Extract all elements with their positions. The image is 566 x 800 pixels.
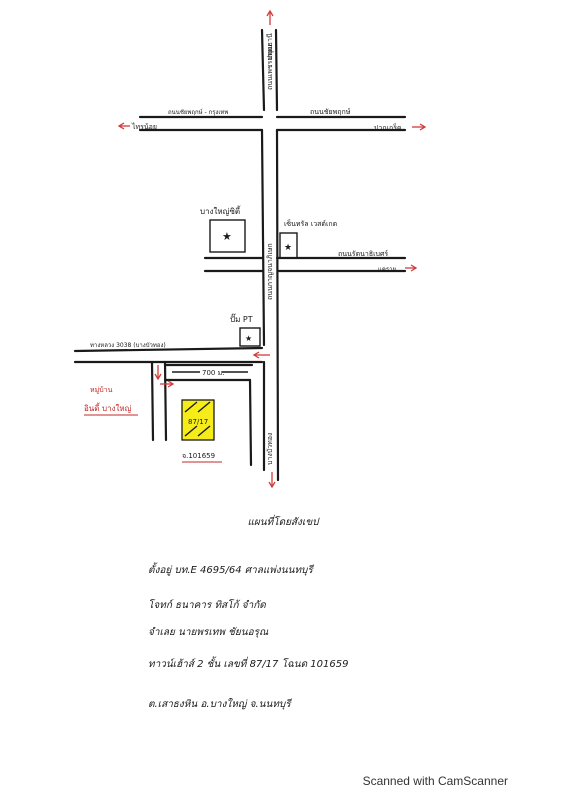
north-road-right-edge xyxy=(274,28,279,112)
north-road-label: ถนนเพชรเกษม xyxy=(266,45,274,90)
south-dest: บางบัวทอง xyxy=(266,433,274,465)
east-road-dest: แคราย xyxy=(378,266,396,273)
uturn-arrowhead xyxy=(252,351,260,359)
house-hatch-3 xyxy=(184,425,198,437)
east-road-arrowhead xyxy=(410,264,418,272)
soi-right-edge xyxy=(163,360,168,442)
west-road-upper-edge xyxy=(73,346,264,353)
soi-left-edge xyxy=(150,360,155,442)
west-dest: ไทรน้อย xyxy=(131,122,157,131)
village-label-line1: หมู่บ้าน xyxy=(90,386,113,394)
north-arrowhead xyxy=(266,9,274,17)
plot-label: จ.101659 xyxy=(182,452,215,460)
gas-station-box xyxy=(239,327,261,347)
inner-right-arrowhead xyxy=(167,380,175,388)
soi-down-arrowhead xyxy=(154,373,162,381)
address-line: ต.เสาธงหิน อ.บางใหญ่ จ.นนทบุรี xyxy=(148,699,291,710)
center-road-right-edge xyxy=(275,128,280,482)
gas-station-star: ★ xyxy=(245,334,252,343)
landmark-left-star: ★ xyxy=(222,230,232,243)
right-road-label: ถนนชัยพฤกษ์ xyxy=(310,108,351,116)
west-road-label: ทางหลวง 3038 (บางบัวทอง) xyxy=(90,342,166,349)
inner-road-right-edge xyxy=(248,378,253,467)
defendant-line: จำเลย นายพรเทพ ชัยนอรุณ xyxy=(148,627,269,638)
house-hatch-4 xyxy=(197,425,211,437)
house-hatch-2 xyxy=(197,401,211,413)
east-dest: ปากเกร็ด xyxy=(374,123,402,132)
landmark-left-label: บางใหญ่ซิตี้ xyxy=(200,205,241,216)
map-title: แผนที่โดยสังเขป xyxy=(247,517,319,528)
landmark-right-label: เซ็นทรัล เวสต์เกต xyxy=(284,219,338,228)
house-number: 87/17 xyxy=(188,418,208,426)
house-hatch-1 xyxy=(184,401,198,413)
landmark-right-box xyxy=(279,232,298,259)
east-arrowhead xyxy=(419,123,427,131)
landmark-left-box xyxy=(209,219,246,253)
property-line: ทาวน์เฮ้าส์ 2 ชั้น เลขที่ 87/17 โฉนด 101… xyxy=(148,659,349,670)
landmark-right-star: ★ xyxy=(284,243,292,253)
case-line: ตั้งอยู่ บท.E 4695/64 ศาลแพ่งนนทบุรี xyxy=(148,565,313,576)
west-arrowhead xyxy=(117,122,125,130)
north-road-left-edge xyxy=(260,28,266,112)
main-road-vertical-label: ถนนกาญจนาภิเษก xyxy=(266,243,274,300)
scanner-watermark: Scanned with CamScanner xyxy=(362,774,508,788)
village-label-line2: อินดี้ บางใหญ่ xyxy=(84,402,132,413)
distance-label: 700 ม. xyxy=(202,369,224,377)
left-road-label: ถนนชัยพฤกษ์ - กรุงเทพ xyxy=(168,108,228,116)
gas-station-label: ปั๊ม PT xyxy=(230,313,253,324)
center-road-left-edge xyxy=(260,128,266,347)
north-dest: ปทุมธานี xyxy=(266,33,274,60)
plaintiff-line: โจทก์ ธนาคาร ทิสโก้ จำกัด xyxy=(148,600,266,611)
east-road-label: ถนนรัตนาธิเบศร์ xyxy=(338,250,388,258)
south-arrowhead xyxy=(268,481,276,489)
